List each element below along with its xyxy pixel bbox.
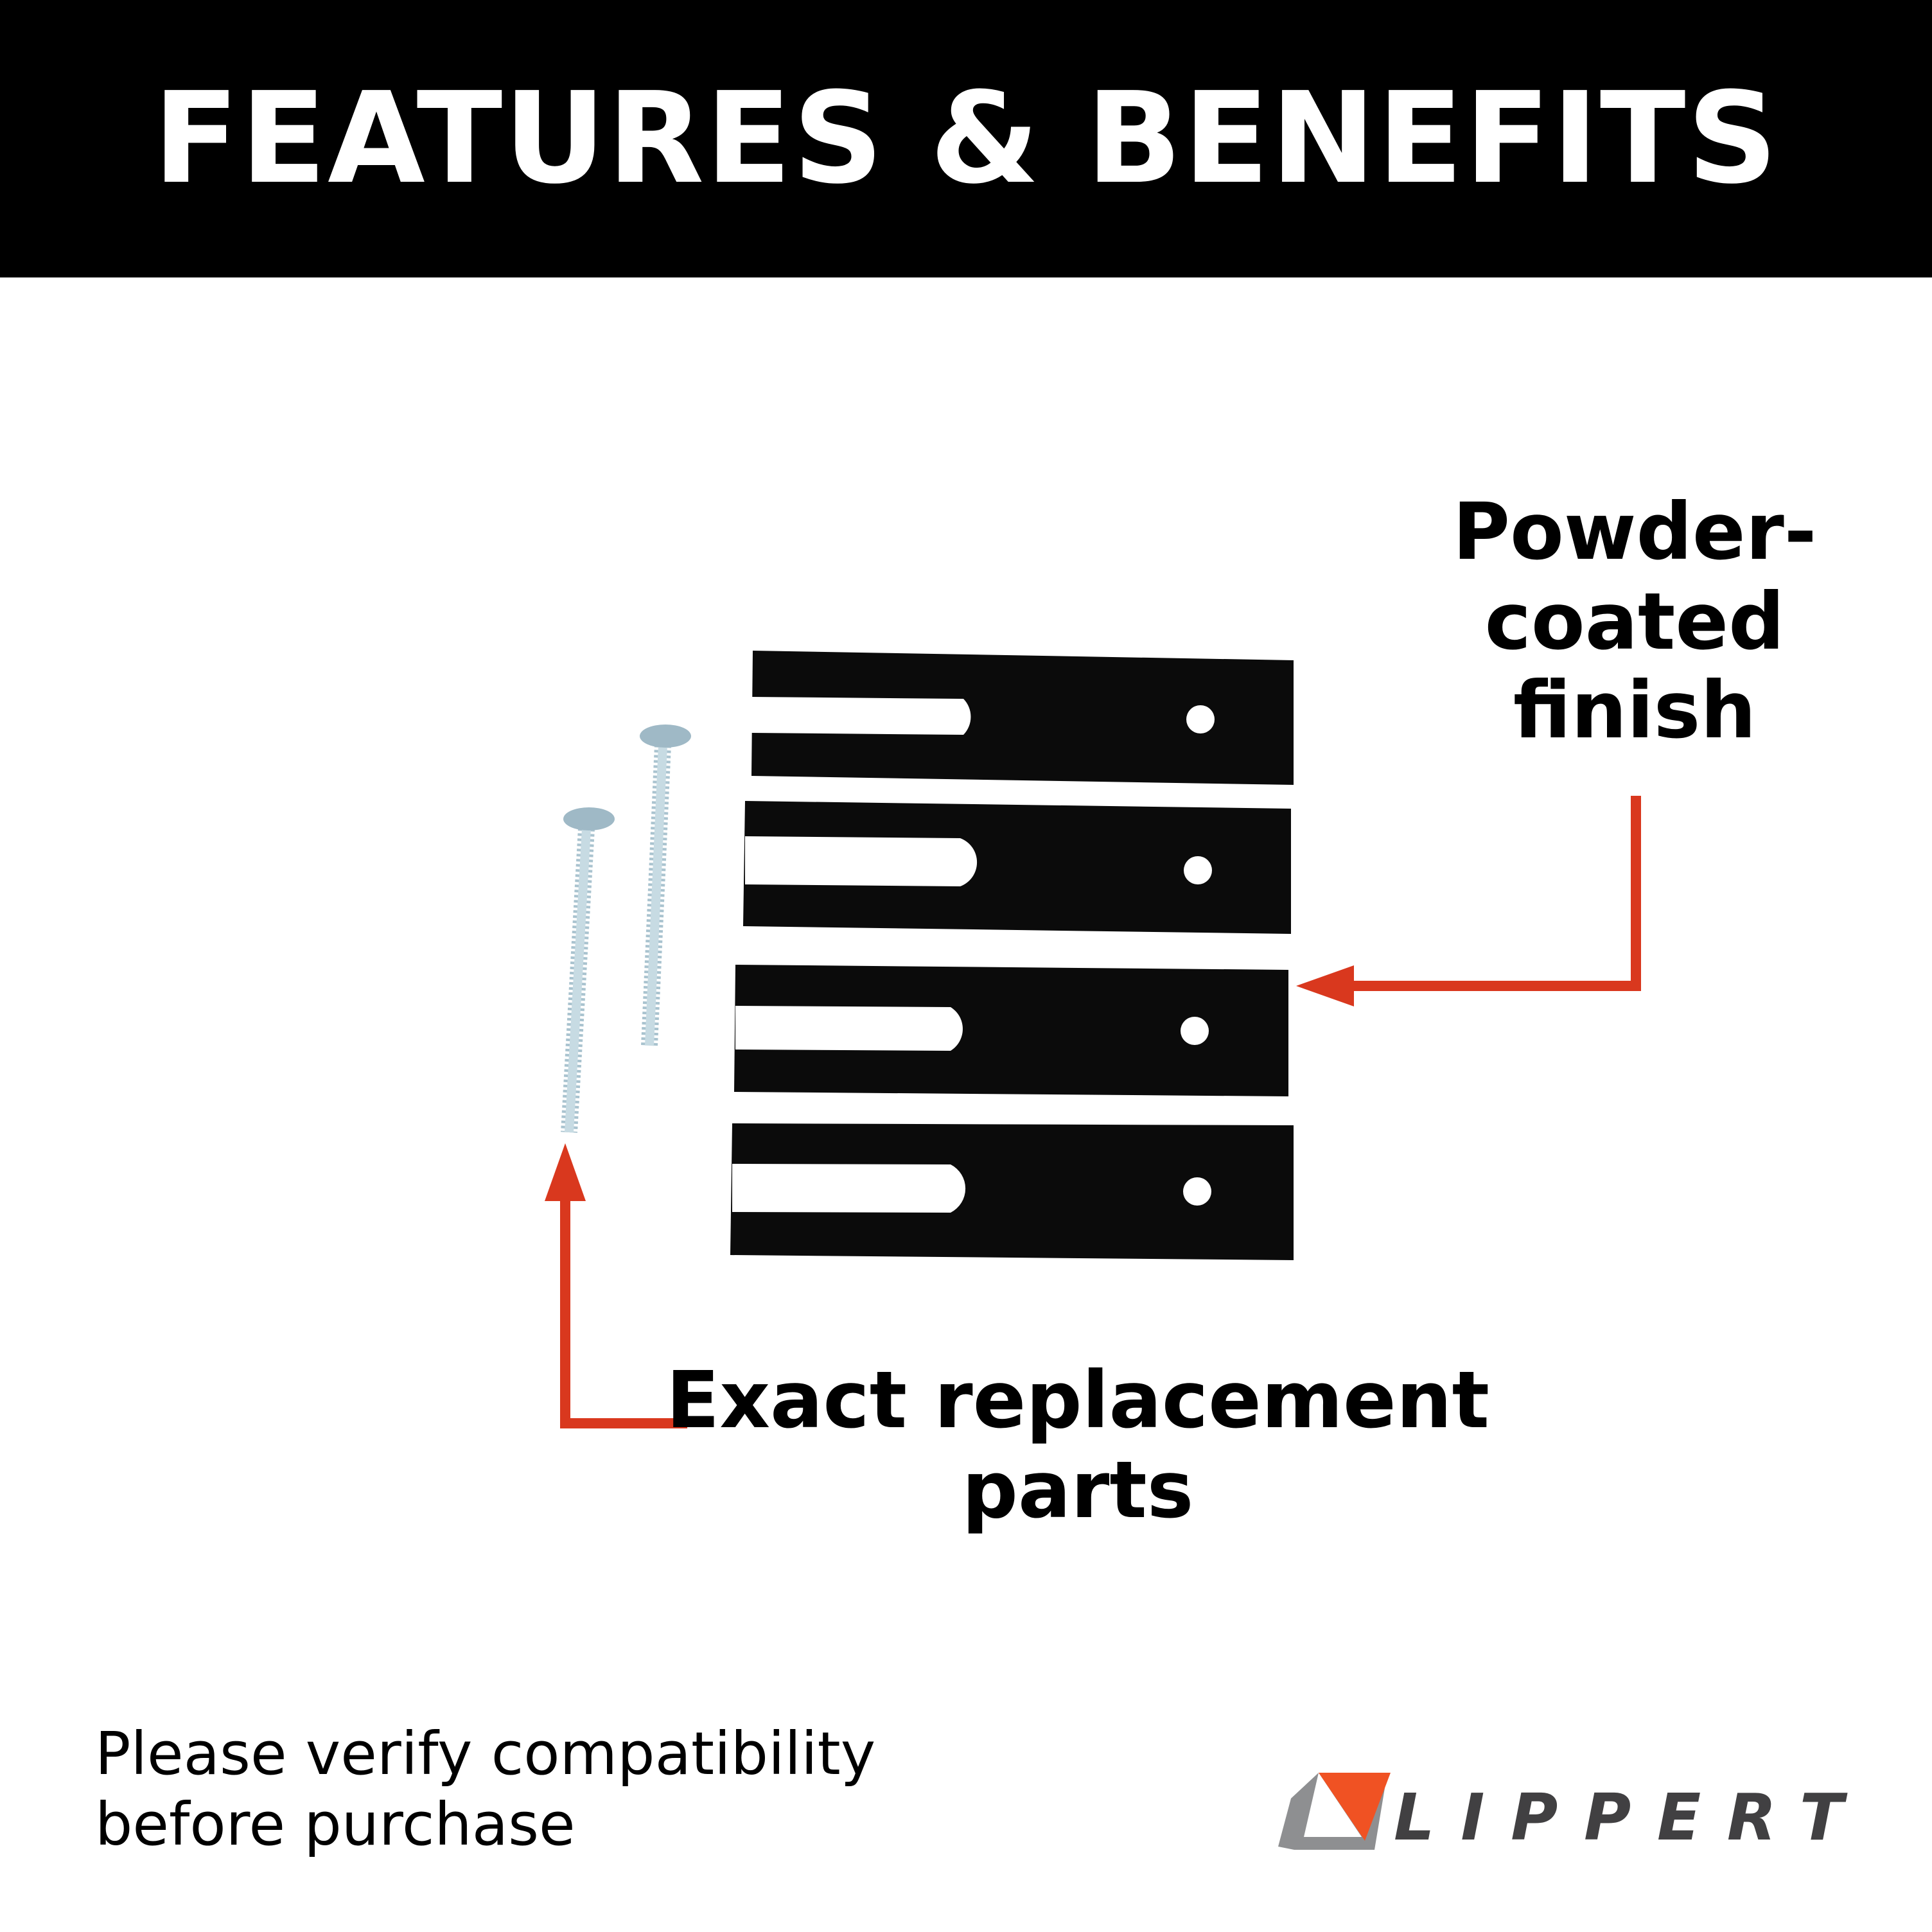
screw [561,807,615,1133]
callout-finish-line1: Powder- [1453,486,1817,577]
arrow-to-plate [1296,796,1641,1006]
header-banner: FEATURES & BENEFITS [0,0,1932,277]
screw [640,724,691,1046]
shim-plates [730,651,1294,1260]
arrow-to-screw [545,1143,687,1428]
callout-parts-line2: parts [962,1445,1194,1536]
shim-plate [734,965,1288,1096]
logo-wordmark: LIPPERT [1394,1780,1848,1855]
shim-plate [743,801,1291,934]
callout-finish-line3: finish [1513,665,1757,756]
screws [561,724,691,1133]
compatibility-note-line2: before purchase [95,1790,575,1859]
lippert-logo: LIPPERT [1278,1773,1848,1855]
page-title: FEATURES & BENEFITS [153,66,1779,212]
shim-plate [751,651,1294,785]
compatibility-note-line1: Please verify compatibility [95,1719,875,1788]
callout-finish-line2: coated [1485,576,1785,667]
shim-plate [730,1123,1294,1260]
callout-parts-line1: Exact replacement [666,1355,1489,1446]
